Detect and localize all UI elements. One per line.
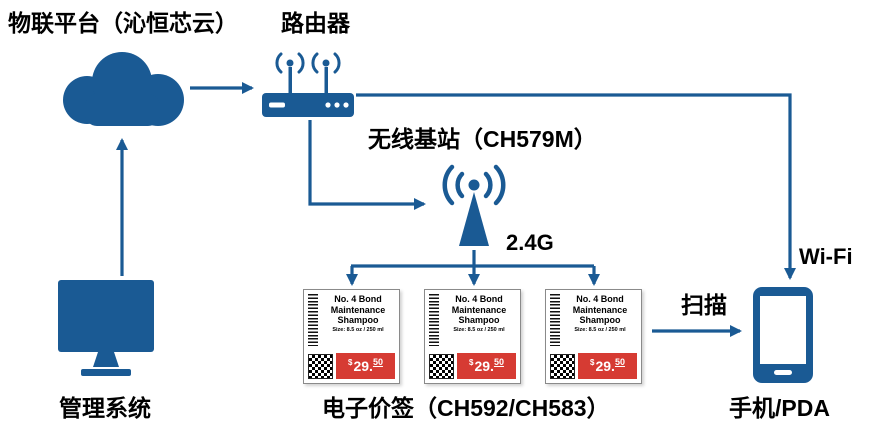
barcode-icon [550, 294, 560, 346]
price-display: $29.50 [336, 353, 395, 379]
label-management-system: 管理系统 [59, 395, 151, 421]
tag-title: No. 4 Bond [334, 294, 382, 304]
qr-code-icon [429, 354, 454, 379]
tag-title: Shampoo [337, 315, 379, 326]
barcode-icon [429, 294, 439, 346]
monitor-icon [58, 280, 154, 386]
tag-title: Maintenance [330, 304, 386, 315]
price-display: $29.50 [578, 353, 637, 379]
price-tag: No. 4 Bond Maintenance Shampoo Size: 8.5… [303, 289, 400, 384]
tag-subtitle: Size: 8.5 oz / 250 ml [453, 326, 505, 333]
tag-subtitle: Size: 8.5 oz / 250 ml [574, 326, 626, 333]
tag-title: Shampoo [579, 315, 621, 326]
router-icon [260, 45, 356, 125]
price-currency: $ [348, 357, 353, 367]
price-main: 29. [353, 358, 373, 374]
broadcast-antenna-icon [435, 158, 513, 250]
tag-title: No. 4 Bond [576, 294, 624, 304]
label-iot-platform: 物联平台（沁恒芯云） [8, 10, 238, 36]
tag-subtitle: Size: 8.5 oz / 250 ml [332, 326, 384, 333]
label-scan: 扫描 [681, 292, 727, 318]
qr-code-icon [308, 354, 333, 379]
label-frequency-2-4g: 2.4G [506, 230, 554, 255]
tag-title: Maintenance [451, 304, 507, 315]
label-base-station: 无线基站（CH579M） [368, 126, 597, 152]
price-cents: 50 [614, 357, 625, 367]
label-phone-pda: 手机/PDA [729, 395, 830, 421]
qr-code-icon [550, 354, 575, 379]
price-currency: $ [590, 357, 595, 367]
cloud-icon [55, 42, 190, 132]
tag-title: Shampoo [458, 315, 500, 326]
price-cents: 50 [493, 357, 504, 367]
price-cents: 50 [372, 357, 383, 367]
price-currency: $ [469, 357, 474, 367]
price-display: $29.50 [457, 353, 516, 379]
arrow-router-to-phone-wifi [356, 93, 796, 280]
price-tag: No. 4 Bond Maintenance Shampoo Size: 8.5… [545, 289, 642, 384]
price-main: 29. [474, 358, 494, 374]
price-main: 29. [595, 358, 615, 374]
label-price-tags: 电子价签（CH592/CH583） [322, 395, 610, 421]
price-tag: No. 4 Bond Maintenance Shampoo Size: 8.5… [424, 289, 521, 384]
tag-title: Maintenance [572, 304, 628, 315]
label-wifi: Wi-Fi [799, 244, 853, 269]
barcode-icon [308, 294, 318, 346]
smartphone-icon [752, 286, 814, 384]
tag-title: No. 4 Bond [455, 294, 503, 304]
label-router: 路由器 [281, 10, 350, 36]
